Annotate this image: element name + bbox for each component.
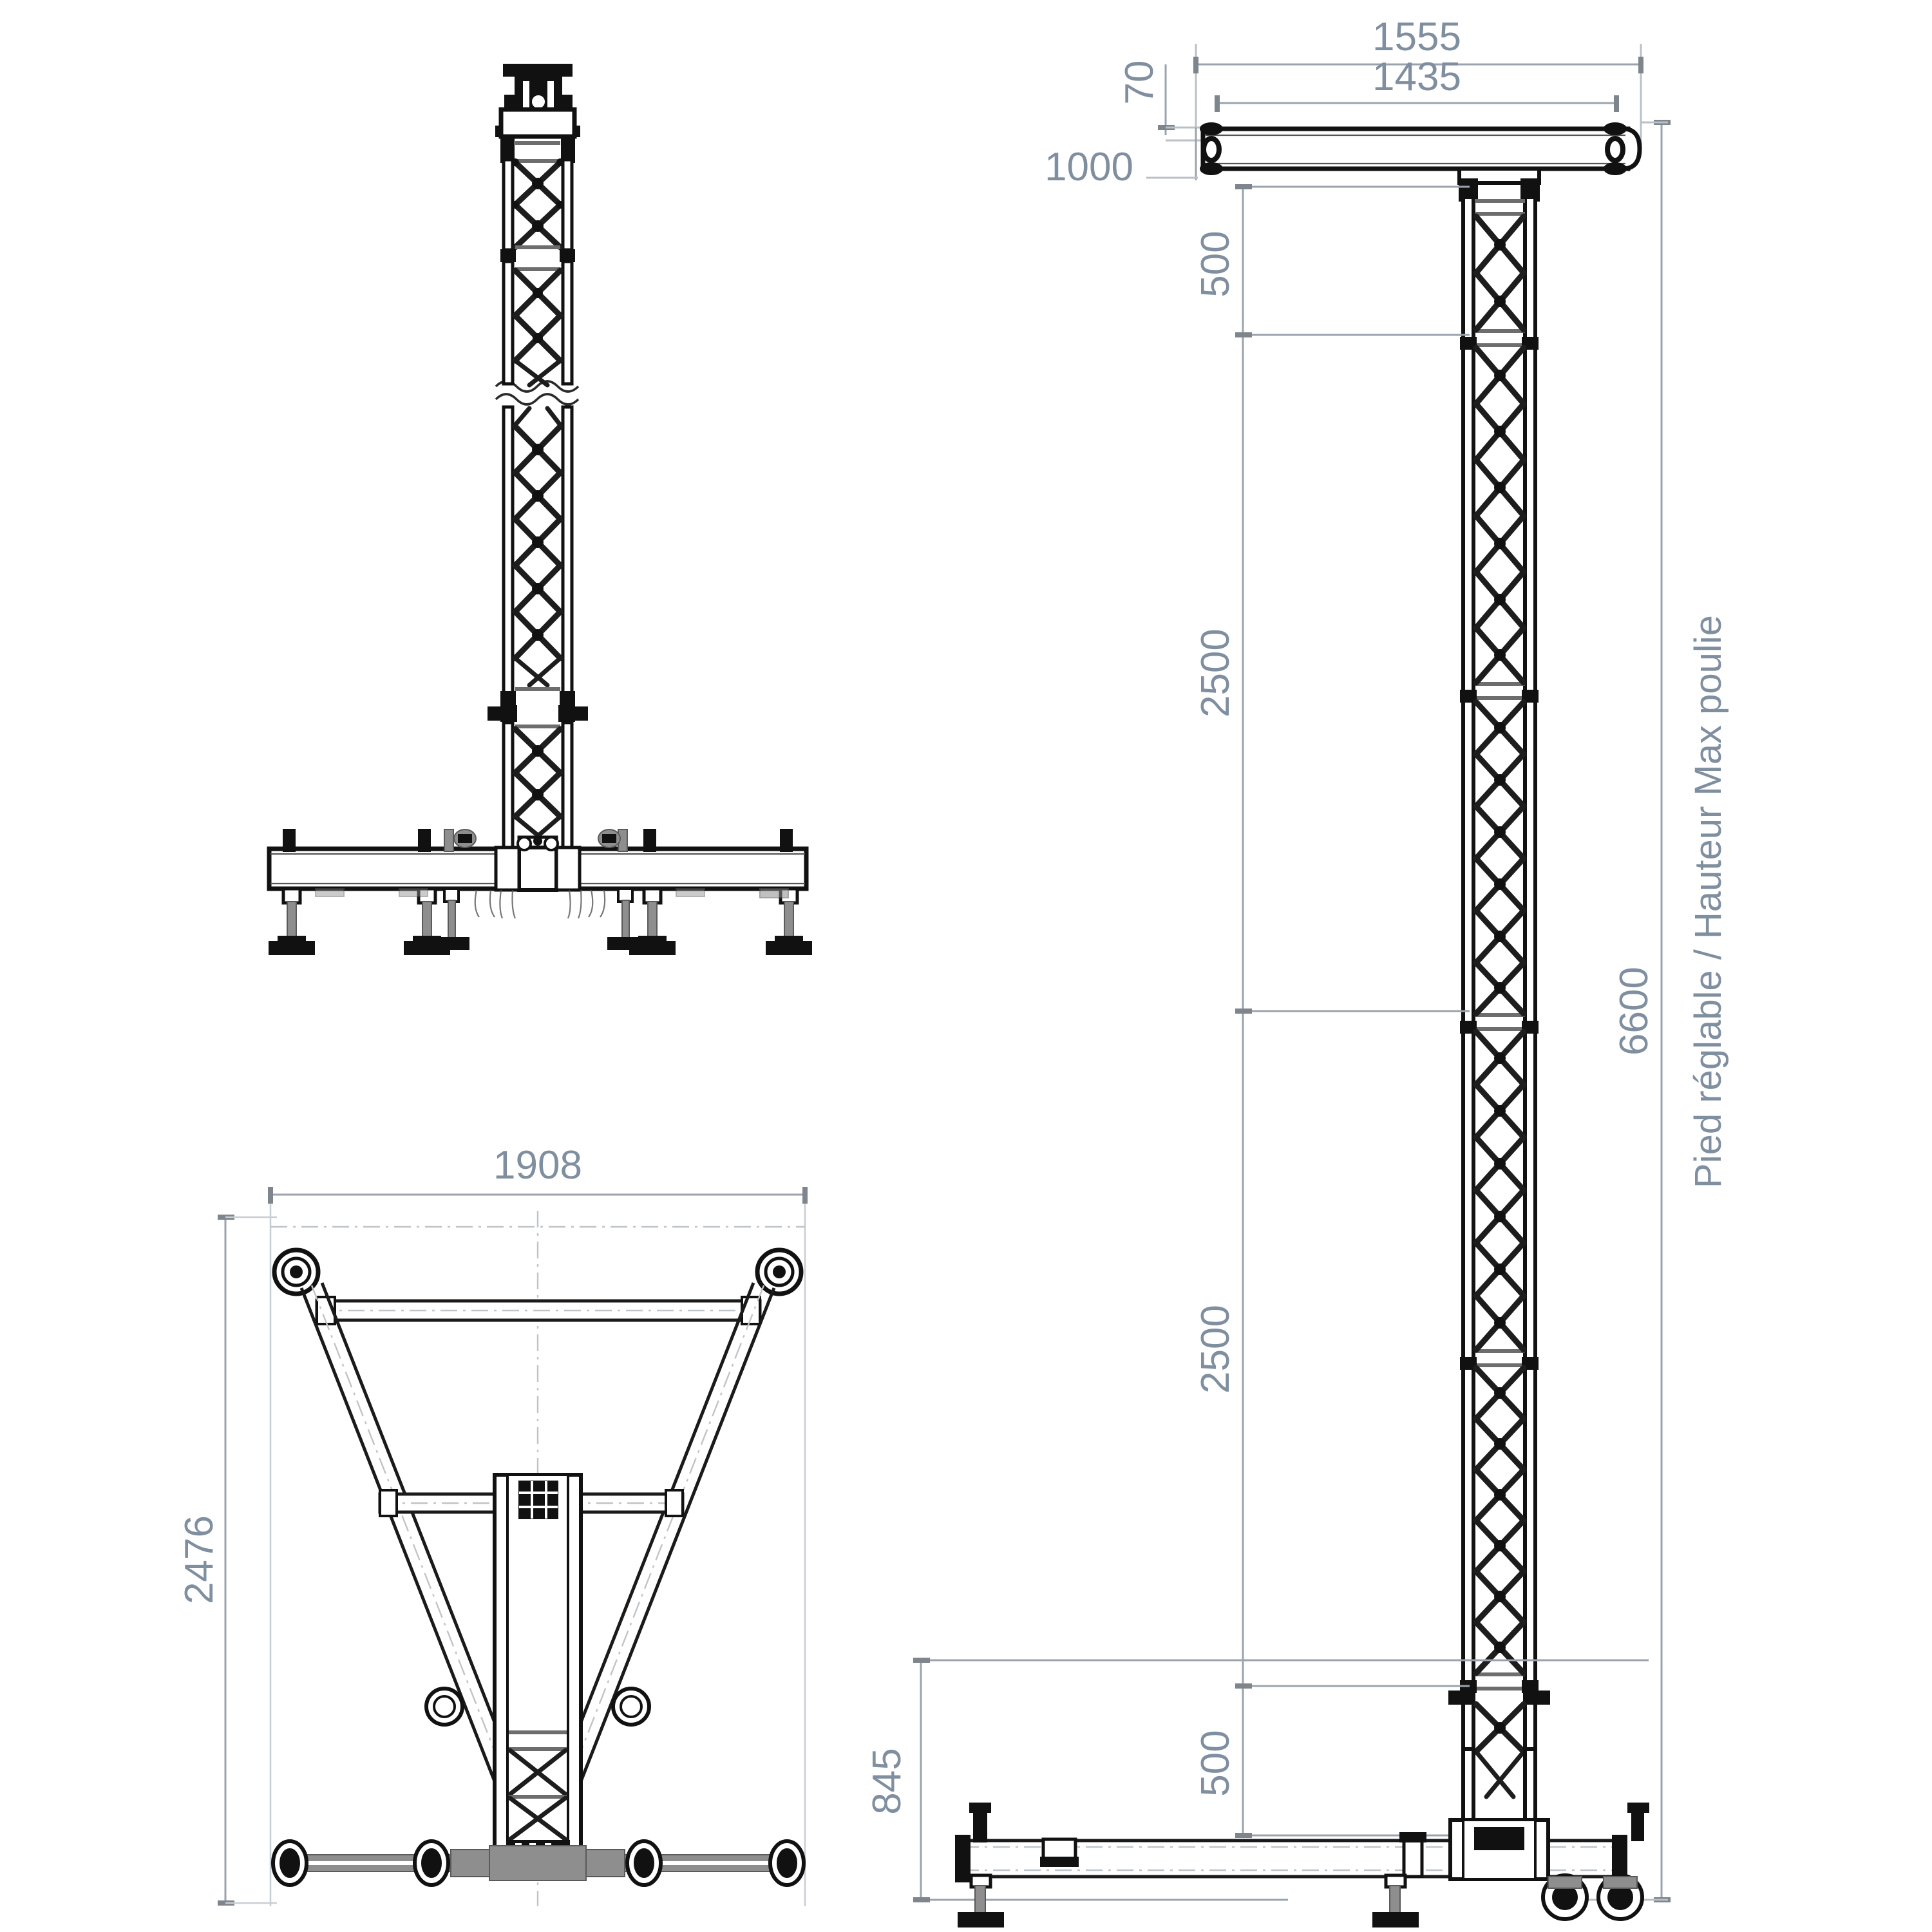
plan-pivot-knuckle-left [424, 1687, 464, 1727]
truss-joint-plate-lower [488, 705, 588, 722]
base-mid-foot [1372, 1873, 1419, 1927]
truss-segment-middle [500, 405, 575, 705]
dim-label-1908: 1908 [493, 1143, 582, 1188]
plan-top-crossbar [315, 1296, 762, 1325]
dim-label-2500-upper: 2500 [1193, 629, 1238, 717]
plan-pivot-upper-left [272, 1247, 321, 1296]
base-couplers [1040, 1832, 1426, 1879]
view-side-elevation: 1555 1435 70 1000 [865, 15, 1729, 1927]
truss-segment-top-lower [502, 260, 574, 388]
plan-tower-footprint [493, 1473, 583, 1870]
dim-chain-segments: 500 2500 2500 500 [1193, 184, 1470, 1838]
adjustable-foot [766, 887, 812, 955]
adjustable-foot [269, 887, 315, 955]
adjustable-foot [629, 887, 676, 955]
dim-label-6600: 6600 [1612, 967, 1656, 1056]
dim-beam-thickness: 70 [1117, 61, 1211, 142]
dim-label-1555: 1555 [1372, 15, 1461, 59]
dim-beam-overall: 1555 [1193, 15, 1643, 174]
plan-base-bar-casters [271, 1839, 806, 1887]
dim-plan-depth: 2476 [177, 1215, 277, 1906]
dim-label-1000: 1000 [1045, 145, 1133, 189]
mast-side-elevation [1448, 167, 1550, 1822]
caster-wheel [768, 1839, 806, 1887]
truss-segment-top [498, 107, 577, 262]
dim-beam-inner: 1435 [1215, 55, 1619, 112]
outrigger-stubs [315, 888, 789, 919]
adjustable-foot [607, 887, 642, 950]
centre-hinge-detail [516, 836, 559, 851]
caster-wheel [413, 1839, 450, 1887]
pulley-beam [1200, 122, 1642, 175]
dim-label-1435: 1435 [1372, 55, 1461, 99]
adjustable-foot [435, 887, 469, 950]
dim-label-500-top: 500 [1193, 231, 1238, 297]
view-plan: 1908 2476 [177, 1143, 808, 1906]
base-right-casters [1541, 1803, 1649, 1921]
plan-pivot-upper-right [755, 1247, 804, 1296]
view-front-elevation [267, 64, 812, 955]
base-tower-block [1448, 1818, 1550, 1881]
base-beam-front [267, 829, 809, 892]
dim-label-2476: 2476 [177, 1515, 222, 1604]
dim-label-70: 70 [1117, 61, 1162, 105]
base-left-foot [955, 1803, 1004, 1927]
caster-wheel [271, 1839, 308, 1887]
dim-plan-width: 1908 [268, 1143, 808, 1906]
caster-wheel [625, 1839, 663, 1887]
dim-label-2500-lower: 2500 [1193, 1305, 1238, 1394]
dim-base-height: 845 [865, 1658, 1649, 1902]
dim-beam-depth: 1000 [1045, 128, 1198, 189]
note-pied-reglable: Pied réglable / Hauteur Max poulie [1687, 615, 1729, 1188]
mast-x-bracing [1473, 213, 1527, 1799]
mast-rungs [1475, 199, 1525, 1690]
riser-posts [283, 829, 793, 852]
plan-pivot-knuckle-right [611, 1687, 651, 1727]
base-assembly-side [955, 1803, 1649, 1927]
dim-max-pulley-height: 6600 Pied réglable / Hauteur Max poulie [1558, 120, 1729, 1902]
dim-label-500-bottom: 500 [1193, 1730, 1238, 1796]
adjustable-feet-group [269, 887, 812, 955]
pulley-right-icon [1604, 122, 1627, 175]
dim-label-845: 845 [865, 1748, 909, 1814]
clamp-couplers [453, 829, 621, 848]
pulley-left-icon [1200, 122, 1223, 175]
